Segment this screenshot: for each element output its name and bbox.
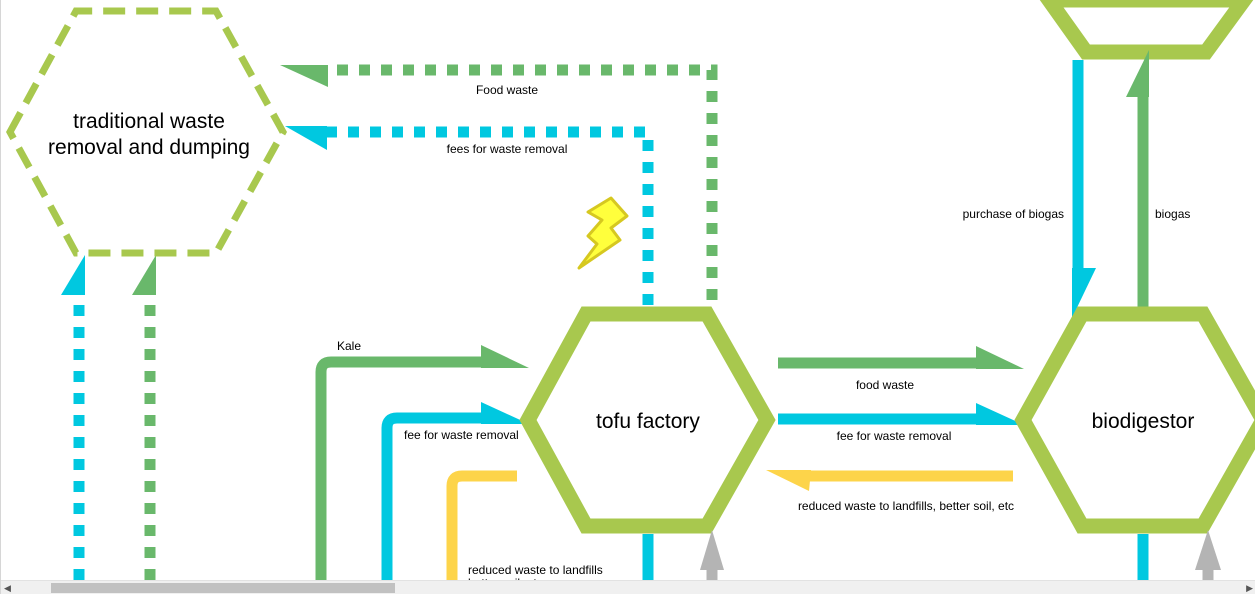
flow-food-waste-dump-arrowhead (280, 65, 328, 87)
horizontal-scrollbar[interactable]: ◀ ▶ (1, 580, 1255, 594)
flow-biogas-arrowhead (1126, 50, 1149, 97)
bio-up-gray-arrowhead (1195, 530, 1221, 570)
label-kale: Kale (337, 339, 361, 353)
flow-fees-dump-arrowhead (285, 126, 327, 150)
flow-food-waste-dump-line (333, 64, 718, 300)
flow-purchase-biogas-arrowhead (1072, 268, 1096, 318)
label-reduced-waste-landfills-line1: reduced waste to landfills (468, 563, 603, 577)
tofu-factory-node-label: tofu factory (596, 410, 700, 433)
flow-fee-in-arrowhead (481, 402, 529, 424)
flow-fee-bio-arrowhead (976, 403, 1024, 425)
flow-green-up-arrowhead (132, 255, 156, 295)
lightning-icon (577, 196, 629, 270)
flow-reduced-waste-line (446, 470, 517, 580)
flow-cyan-up-arrowhead (61, 255, 85, 295)
flow-food-waste-bio-arrowhead (976, 346, 1024, 369)
label-biogas: biogas (1155, 207, 1190, 221)
scroll-right-arrow-icon[interactable]: ▶ (1246, 583, 1253, 593)
flow-fee-in-line (381, 412, 486, 580)
scrollbar-thumb[interactable] (51, 583, 395, 593)
label-fee-waste-removal-in: fee for waste removal (404, 428, 519, 442)
traditional-node-shape (6, 7, 288, 257)
tofu-factory-node-shape (519, 306, 776, 534)
top-right-node-shape (1039, 0, 1254, 60)
tofu-up-gray-arrowhead (700, 530, 724, 570)
scroll-left-arrow-icon[interactable]: ◀ (4, 583, 11, 593)
biodigestor-node-label: biodigestor (1092, 410, 1195, 433)
label-reduced-waste-bio: reduced waste to landfills, better soil,… (798, 499, 1014, 513)
label-purchase-biogas: purchase of biogas (963, 207, 1064, 221)
traditional-node-label-line1: traditional waste (73, 110, 225, 133)
label-food-waste-bio: food waste (856, 378, 914, 392)
label-food-waste-dump: Food waste (476, 83, 538, 97)
label-fee-waste-removal-bio: fee for waste removal (837, 429, 952, 443)
biodigestor-node-shape (1014, 306, 1255, 534)
flow-kale-line (315, 356, 486, 580)
label-fees-waste-removal-dump: fees for waste removal (447, 142, 568, 156)
flow-reduced-waste-bio-arrowhead (766, 470, 811, 491)
flow-kale-arrowhead (481, 345, 529, 368)
traditional-node-label-line2: removal and dumping (48, 136, 250, 159)
